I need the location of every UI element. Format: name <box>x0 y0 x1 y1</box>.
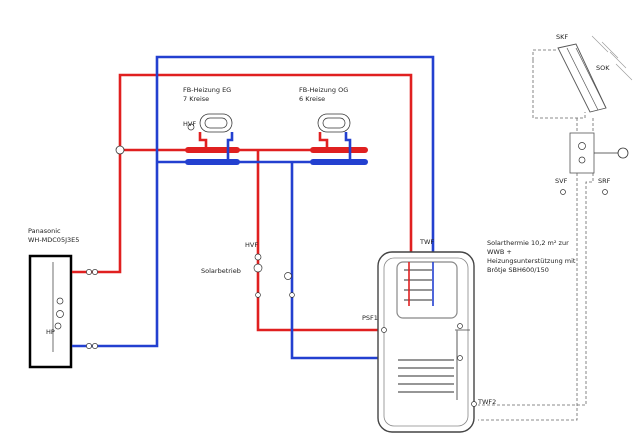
solarbetrieb-label: Solarbetrieb <box>201 267 241 275</box>
heat-pump-brand: Panasonic <box>28 227 61 235</box>
og-circuits: 6 Kreise <box>299 95 325 103</box>
solar-description-line3: Heizungsunterstützung mit <box>487 257 576 265</box>
svf-sensor-icon <box>560 189 566 195</box>
og-title: FB-Heizung OG <box>299 86 348 94</box>
solar-description-line2: WWB + <box>487 248 512 256</box>
svf-label: SVF <box>555 177 568 185</box>
solar-description-line4: Brötje SBH600/150 <box>487 266 549 274</box>
hvf-top-label: HVF <box>183 120 196 128</box>
return-pipes <box>72 55 435 360</box>
heat-pump-sensor-icon <box>56 297 64 305</box>
twf-label: TWF <box>419 238 434 246</box>
solar-description-line1: Solarthermie 10,2 m² zur <box>487 239 569 247</box>
floor-heating-eg <box>187 113 233 133</box>
srf-label: SRF <box>598 177 611 185</box>
heat-pump-unit <box>28 254 73 369</box>
sok-label: SOK <box>596 64 610 72</box>
mixing-valve-icon <box>115 145 125 155</box>
floor-heating-og <box>317 113 351 133</box>
skf-label: SKF <box>556 33 568 41</box>
supply-pipes <box>72 73 413 332</box>
heat-pump-valve-icon <box>54 322 62 330</box>
psf1-sensor-icon <box>381 327 387 333</box>
eg-title: FB-Heizung EG <box>183 86 231 94</box>
twf2-label: TWF2 <box>477 398 496 406</box>
solar-circuit <box>478 49 629 421</box>
solar-station <box>569 132 595 174</box>
heat-pump-circulator-icon <box>56 310 64 318</box>
heat-pump-tag: HP <box>46 328 55 336</box>
hvf-mid-sensor-icon <box>254 253 262 261</box>
storage-tank <box>377 251 477 433</box>
labels: Panasonic WH-MDC05J3E5 HP FB-Heizung EG … <box>28 33 611 406</box>
twf2-sensor-icon <box>471 401 477 407</box>
srf-sensor-icon <box>602 189 608 195</box>
heat-pump-connections <box>86 145 125 349</box>
hvf-mid-label: HVF <box>245 241 258 249</box>
sunlight-rays <box>591 35 633 81</box>
middle-valve-group <box>253 253 295 298</box>
circulator-pump-icon <box>253 263 263 273</box>
psf1-label: PSF1 <box>362 314 378 322</box>
hvf-sensor-icon <box>187 123 195 131</box>
heat-pump-model: WH-MDC05J3E5 <box>28 236 79 244</box>
switch-valve-icon <box>284 272 292 280</box>
expansion-vessel-icon <box>617 147 629 159</box>
solar-collector <box>557 35 633 113</box>
eg-circuits: 7 Kreise <box>183 95 209 103</box>
